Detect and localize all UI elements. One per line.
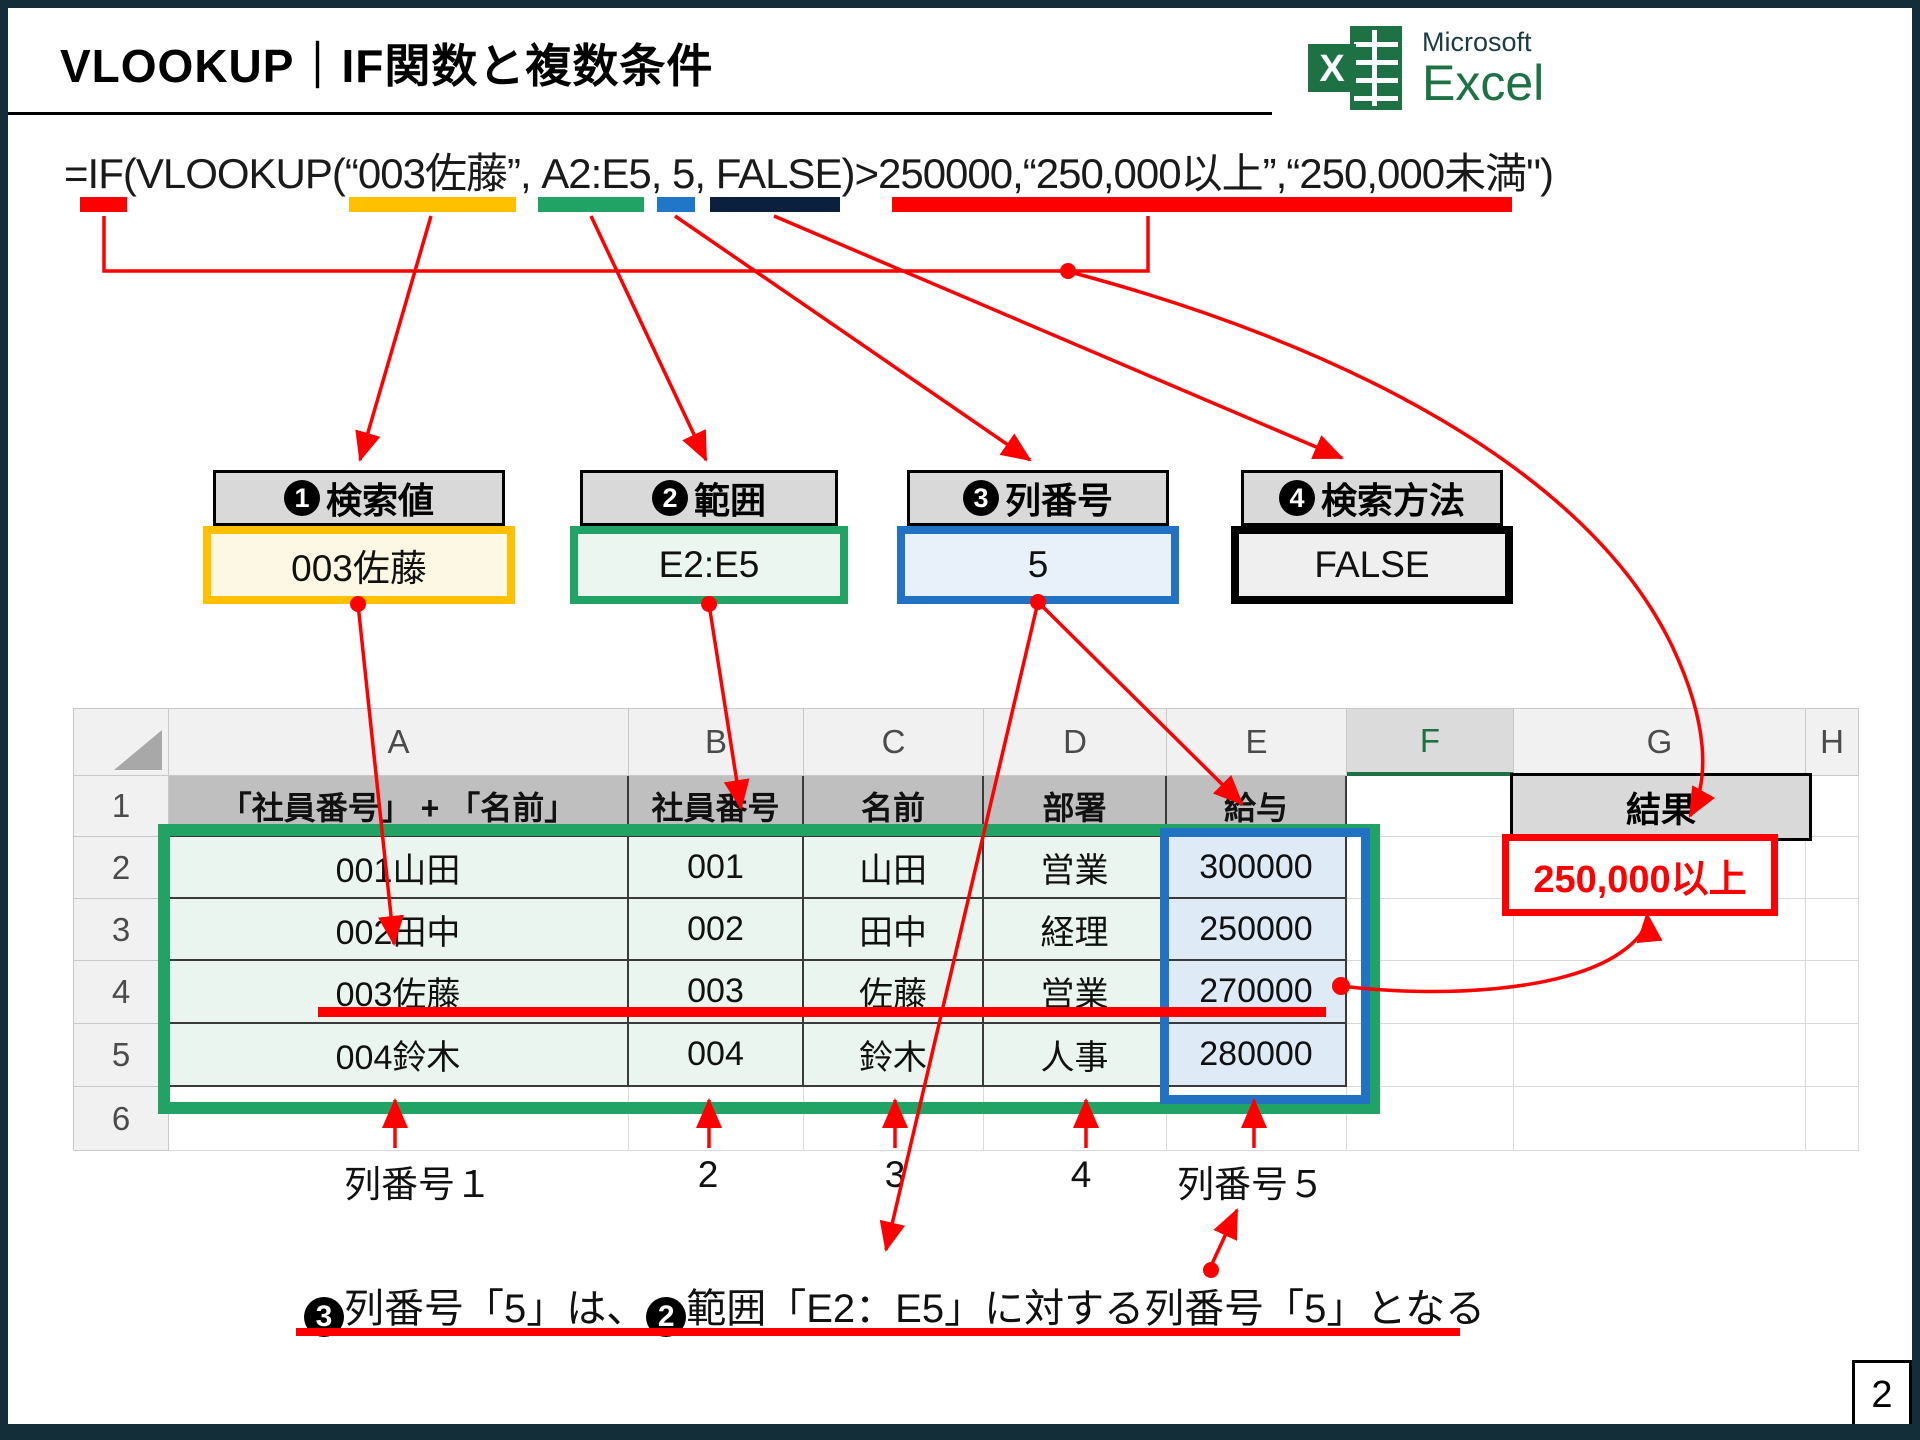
- logo-microsoft: Microsoft: [1422, 27, 1532, 57]
- cell-h5: [1806, 1024, 1859, 1087]
- param-value-3: 5: [897, 526, 1179, 604]
- underline-if: [80, 197, 127, 212]
- select-all-corner: [74, 709, 169, 776]
- page-number-box: 2: [1852, 1360, 1912, 1424]
- cell-a6: [169, 1087, 629, 1151]
- param-header-1: 1 検索値: [213, 470, 505, 526]
- underline-result-strings: [892, 197, 1512, 212]
- caption-red-underline: [296, 1328, 1460, 1336]
- cell-b2: 001: [629, 837, 804, 899]
- row-number-6: 6: [74, 1087, 169, 1151]
- arrow-caption-to-col5-label: [1209, 1208, 1239, 1267]
- cell-e3: 250000: [1167, 899, 1347, 961]
- param-value-2: E2:E5: [570, 526, 848, 604]
- row-number-4: 4: [74, 961, 169, 1024]
- param-value-1: 003佐藤: [203, 526, 515, 604]
- page-title: VLOOKUP｜IF関数と複数条件: [60, 40, 714, 92]
- underline-range: [538, 197, 644, 212]
- label-col-number-5: 列番号５: [1177, 1164, 1325, 1205]
- col-header-a: A: [169, 709, 629, 776]
- corner-triangle-icon: [114, 730, 162, 770]
- cell-h2: [1806, 837, 1859, 899]
- col-header-c: C: [804, 709, 984, 776]
- logo-excel: Excel: [1422, 55, 1545, 111]
- arrow-value-to-box1: [355, 215, 433, 462]
- underline-lookup-value: [349, 197, 516, 212]
- badge-2: 2: [651, 480, 688, 516]
- col-header-e: E: [1167, 709, 1347, 776]
- excel-icon: X: [1308, 26, 1402, 110]
- param-header-2: 2 範囲: [580, 470, 838, 526]
- row-number-2: 2: [74, 837, 169, 899]
- result-value-cell: 250,000以上: [1502, 834, 1778, 916]
- formula-bracket-line: [102, 216, 1150, 273]
- label-col-number-1: 列番号１: [344, 1164, 492, 1205]
- col-header-h: H: [1806, 709, 1859, 776]
- underline-col-number: [657, 197, 695, 212]
- label-col-number-3: 3: [884, 1154, 906, 1195]
- param-label-1: 検索値: [325, 480, 434, 521]
- caption-text-1: 列番号「5」は、: [344, 1287, 647, 1331]
- cell-b3: 002: [629, 899, 804, 961]
- col-header-g: G: [1514, 709, 1806, 776]
- row-number-5: 5: [74, 1024, 169, 1087]
- col-header-d: D: [984, 709, 1167, 776]
- result-header-cell: 結果: [1510, 773, 1812, 841]
- label-col-number-2: 2: [697, 1154, 719, 1195]
- cell-g5: [1514, 1024, 1806, 1087]
- cell-h6: [1806, 1087, 1859, 1151]
- param-header-4: 4 検索方法: [1241, 470, 1503, 526]
- badge-1: 1: [283, 480, 320, 516]
- bracket-dot: [1060, 263, 1076, 279]
- arrow-method-to-box4: [773, 214, 1344, 460]
- cell-e2: 300000: [1167, 837, 1347, 899]
- underline-match-type: [710, 197, 840, 212]
- formula-text: =IF(VLOOKUP(“003佐藤”, A2:E5, 5, FALSE)>25…: [64, 150, 1554, 197]
- param-box-lookup-value: 1 検索値 003佐藤: [203, 470, 515, 604]
- param-value-4: FALSE: [1231, 526, 1513, 604]
- param-label-3: 列番号: [1004, 480, 1113, 521]
- param-label-4: 検索方法: [1320, 480, 1465, 521]
- cell-h3: [1806, 899, 1859, 961]
- caption-text-2: 範囲「E2：E5」に対する列番号「5」となる: [686, 1287, 1486, 1331]
- excel-icon-x: X: [1319, 48, 1345, 90]
- param-box-range: 2 範囲 E2:E5: [570, 470, 848, 604]
- param-box-col-number: 3 列番号 5: [897, 470, 1179, 604]
- cell-a5: 004鈴木: [169, 1024, 629, 1087]
- col-header-f: F: [1347, 709, 1514, 776]
- arrow-range-to-box2: [589, 215, 708, 462]
- badge-4: 4: [1278, 480, 1315, 516]
- param-label-2: 範囲: [693, 480, 766, 521]
- cell-a2: 001山田: [169, 837, 629, 899]
- cell-e5: 280000: [1167, 1024, 1347, 1087]
- excel-logo: X Microsoft Excel: [1308, 20, 1544, 116]
- cell-g4: [1514, 961, 1806, 1024]
- cell-h1: [1806, 776, 1859, 837]
- title-underline: [8, 112, 1272, 115]
- param-box-match-type: 4 検索方法 FALSE: [1231, 470, 1513, 604]
- excel-logo-text: Microsoft Excel: [1422, 27, 1544, 109]
- badge-3: 3: [962, 480, 999, 516]
- row-number-1: 1: [74, 776, 169, 837]
- cell-h4: [1806, 961, 1859, 1024]
- range-border-e2-e5: [1160, 828, 1370, 1104]
- label-col-number-4: 4: [1070, 1154, 1092, 1195]
- cell-b5: 004: [629, 1024, 804, 1087]
- param-header-3: 3 列番号: [907, 470, 1169, 526]
- arrow-colnum-to-box3: [674, 214, 1032, 462]
- cell-g6: [1514, 1087, 1806, 1151]
- col-header-b: B: [629, 709, 804, 776]
- column-letters-row: A B C D E F G H: [74, 709, 1859, 776]
- row-number-3: 3: [74, 899, 169, 961]
